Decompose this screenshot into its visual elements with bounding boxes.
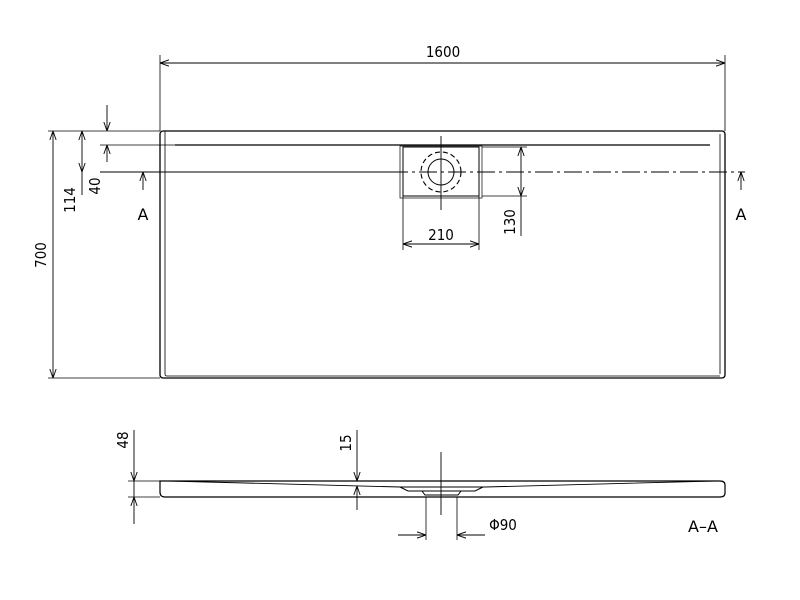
dim-label-15: 15 <box>337 434 355 451</box>
plan-view <box>48 55 745 379</box>
dim-label-210: 210 <box>428 226 454 244</box>
tray-outline <box>159 130 726 379</box>
dim-label-700: 700 <box>32 242 50 268</box>
dim-label-114: 114 <box>61 187 79 213</box>
section-mark-right: A <box>736 205 747 224</box>
tray-inner-rim <box>164 131 720 377</box>
tray-profile <box>159 480 726 498</box>
dim-label-1600: 1600 <box>426 43 460 61</box>
dim-label-130: 130 <box>501 209 519 235</box>
dim-label-48: 48 <box>114 431 132 448</box>
dim-label-40: 40 <box>86 177 104 194</box>
section-title: A–A <box>688 517 718 536</box>
drain-recess <box>399 486 484 492</box>
section-mark-left: A <box>138 205 149 224</box>
section-view <box>128 430 726 540</box>
dim-label-90: Φ90 <box>489 516 517 534</box>
